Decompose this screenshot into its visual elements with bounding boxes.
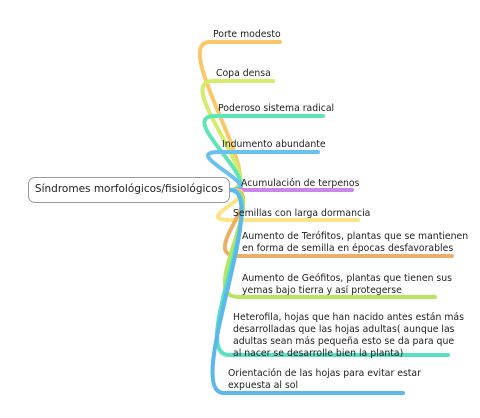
branch-node-indumento[interactable]: Indumento abundante: [222, 139, 326, 151]
branch-text: yemas bajo tierra y así protegerse: [242, 285, 402, 296]
branch-text: Indumento abundante: [222, 139, 326, 150]
branch-node-copa-densa[interactable]: Copa densa: [216, 68, 271, 80]
branch-text: Aumento de Geófitos, plantas que tienen …: [242, 273, 453, 284]
root-node[interactable]: Síndromes morfológicos/fisiológicos: [28, 177, 230, 203]
branch-text: Orientación de las hojas para evitar est…: [228, 368, 421, 379]
root-label: Síndromes morfológicos/fisiológicos: [34, 183, 224, 195]
branch-text: en forma de semilla en épocas desfavorab…: [242, 243, 454, 254]
branch-text: Aumento de Terófitos, plantas que se man…: [242, 231, 469, 242]
branch-node-porte-modesto[interactable]: Porte modesto: [213, 29, 281, 41]
branch-node-orientacion[interactable]: Orientación de las hojas para evitar est…: [228, 368, 421, 392]
branch-text: desarrolladas que las hojas adultas( aun…: [233, 324, 455, 335]
branch-text: al nacer se desarrolle bien la planta): [233, 348, 404, 359]
branch-text: Poderoso sistema radical: [218, 103, 335, 114]
branch-text: Acumulación de terpenos: [241, 178, 360, 189]
branch-text: adultas sean más pequeña esto se da para…: [233, 336, 455, 347]
branch-node-terpenos[interactable]: Acumulación de terpenos: [241, 178, 359, 190]
branch-text: Porte modesto: [213, 29, 281, 40]
branch-text: Semillas con larga dormancia: [233, 208, 371, 219]
branch-text: Copa densa: [216, 68, 271, 79]
branch-node-semillas[interactable]: Semillas con larga dormancia: [233, 208, 370, 220]
branch-node-terofitos[interactable]: Aumento de Terófitos, plantas que se man…: [242, 231, 468, 255]
branch-text: expuesta al sol: [228, 380, 299, 391]
branch-node-sistema-radical[interactable]: Poderoso sistema radical: [218, 103, 334, 115]
branch-link-9: [210, 188, 405, 395]
branch-node-geofitos[interactable]: Aumento de Geófitos, plantas que tienen …: [242, 273, 452, 297]
branch-node-heterofila[interactable]: Heterofila, hojas que han nacido antes e…: [233, 312, 464, 360]
branch-text: Heterofila, hojas que han nacido antes e…: [233, 312, 464, 323]
